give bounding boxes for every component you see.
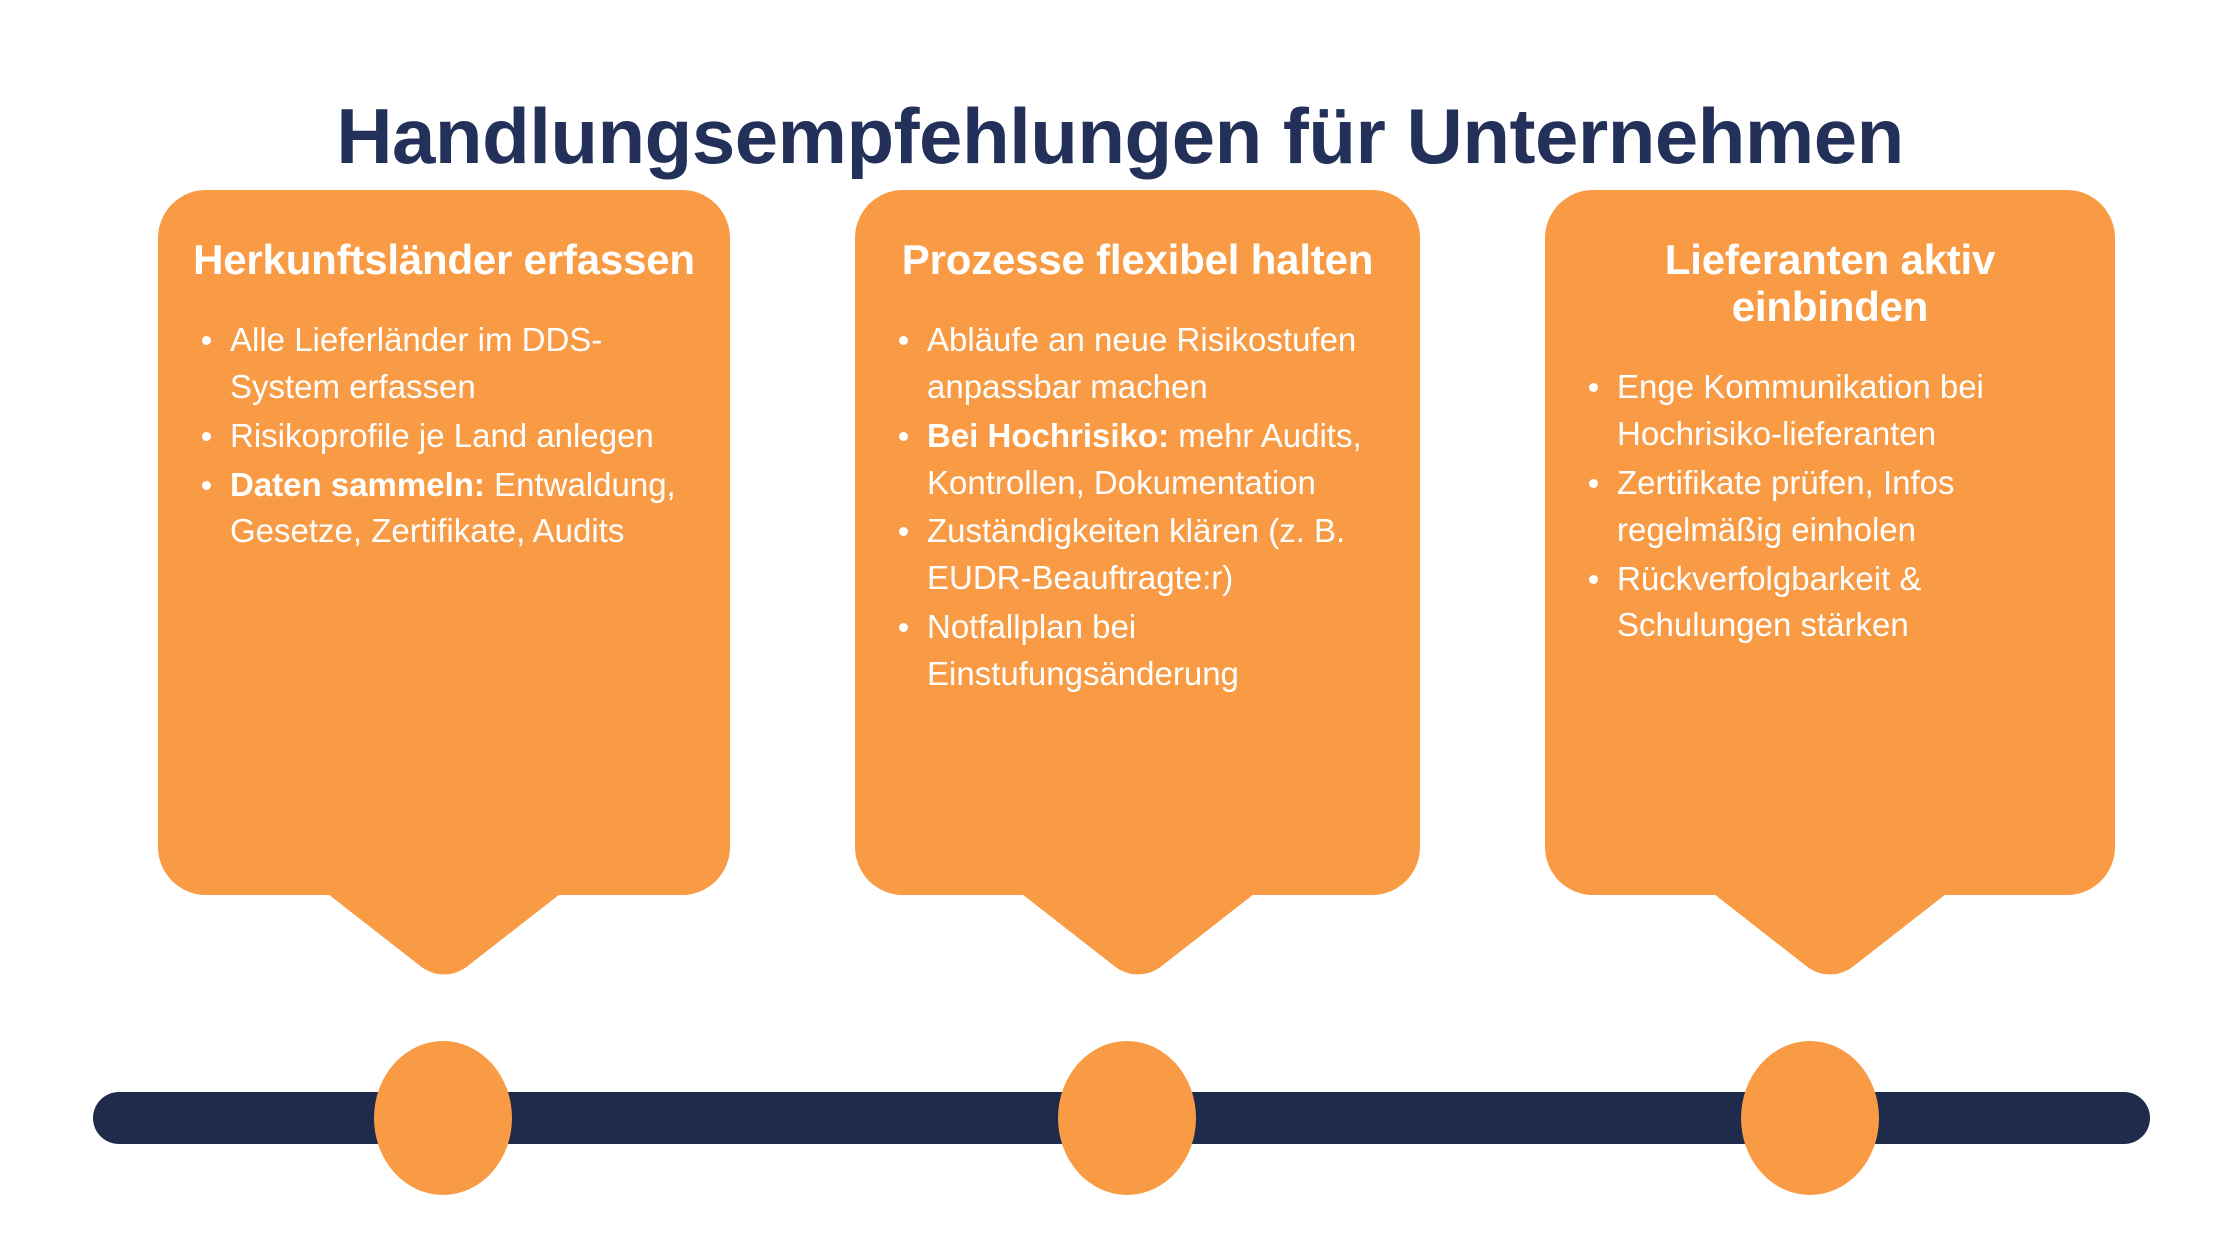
card-heading: Prozesse flexibel halten	[901, 236, 1374, 283]
card-pointer-tail	[1705, 887, 1955, 983]
list-item: Bei Hochrisiko: mehr Audits, Kontrollen,…	[889, 413, 1386, 507]
bullet-text: Rückverfolgbarkeit & Schulungen stärken	[1617, 559, 1922, 644]
bullet-text: Zertifikate prüfen, Infos regelmäßig ein…	[1617, 463, 1955, 548]
card-heading: Lieferanten aktiv einbinden	[1664, 236, 1996, 331]
list-item: Zertifikate prüfen, Infos regelmäßig ein…	[1579, 460, 2081, 554]
list-item: Daten sammeln: Entwaldung, Gesetze, Zert…	[192, 462, 696, 556]
card-prozesse-flexibel: Prozesse flexibel halten Abläufe an neue…	[855, 190, 1420, 975]
card-pointer-tail	[1012, 887, 1263, 983]
card-herkunftslaender: Herkunftsländer erfassen Alle Lieferländ…	[158, 190, 730, 975]
timeline-marker-1	[374, 1041, 512, 1195]
card-bullet-list: Abläufe an neue Risikostufen anpassbar m…	[889, 317, 1386, 698]
list-item: Abläufe an neue Risikostufen anpassbar m…	[889, 317, 1386, 411]
list-item: Risikoprofile je Land anlegen	[192, 413, 696, 460]
card-lieferanten-einbinden: Lieferanten aktiv einbinden Enge Kommuni…	[1545, 190, 2115, 975]
bullet-emphasis: Bei Hochrisiko:	[927, 416, 1170, 454]
bullet-text: Abläufe an neue Risikostufen anpassbar m…	[927, 321, 1357, 405]
timeline-marker-2	[1058, 1041, 1196, 1195]
bullet-text: Alle Lieferländer im DDS-System erfassen	[230, 321, 603, 405]
bullet-emphasis: Daten sammeln:	[230, 465, 485, 503]
list-item: Enge Kommunikation bei Hochrisiko-liefer…	[1579, 364, 2081, 458]
list-item: Notfallplan bei Einstufungsänderung	[889, 604, 1386, 698]
bullet-text: Notfallplan bei Einstufungsänderung	[927, 608, 1239, 693]
card-heading: Herkunftsländer erfassen	[193, 236, 695, 283]
card-bullet-list: Alle Lieferländer im DDS-System erfassen…	[192, 317, 696, 555]
bullet-text: Zuständigkeiten klären (z. B. EUDR-Beauf…	[927, 512, 1346, 597]
bullet-text: mehr Audits, Kontrollen, Dokumentation	[927, 416, 1362, 501]
card-bullet-list: Enge Kommunikation bei Hochrisiko-liefer…	[1579, 364, 2081, 649]
card-pointer-tail	[319, 887, 569, 983]
list-item: Rückverfolgbarkeit & Schulungen stärken	[1579, 556, 2081, 650]
bullet-text: Entwaldung, Gesetze, Zertifikate, Audits	[230, 465, 676, 550]
bullet-text: Enge Kommunikation bei Hochrisiko-liefer…	[1617, 368, 1984, 452]
list-item: Zuständigkeiten klären (z. B. EUDR-Beauf…	[889, 508, 1386, 602]
bullet-text: Risikoprofile je Land anlegen	[230, 416, 654, 454]
timeline-marker-3	[1741, 1041, 1879, 1195]
list-item: Alle Lieferländer im DDS-System erfassen	[192, 317, 696, 411]
page-title: Handlungsempfehlungen für Unternehmen	[336, 92, 1904, 181]
